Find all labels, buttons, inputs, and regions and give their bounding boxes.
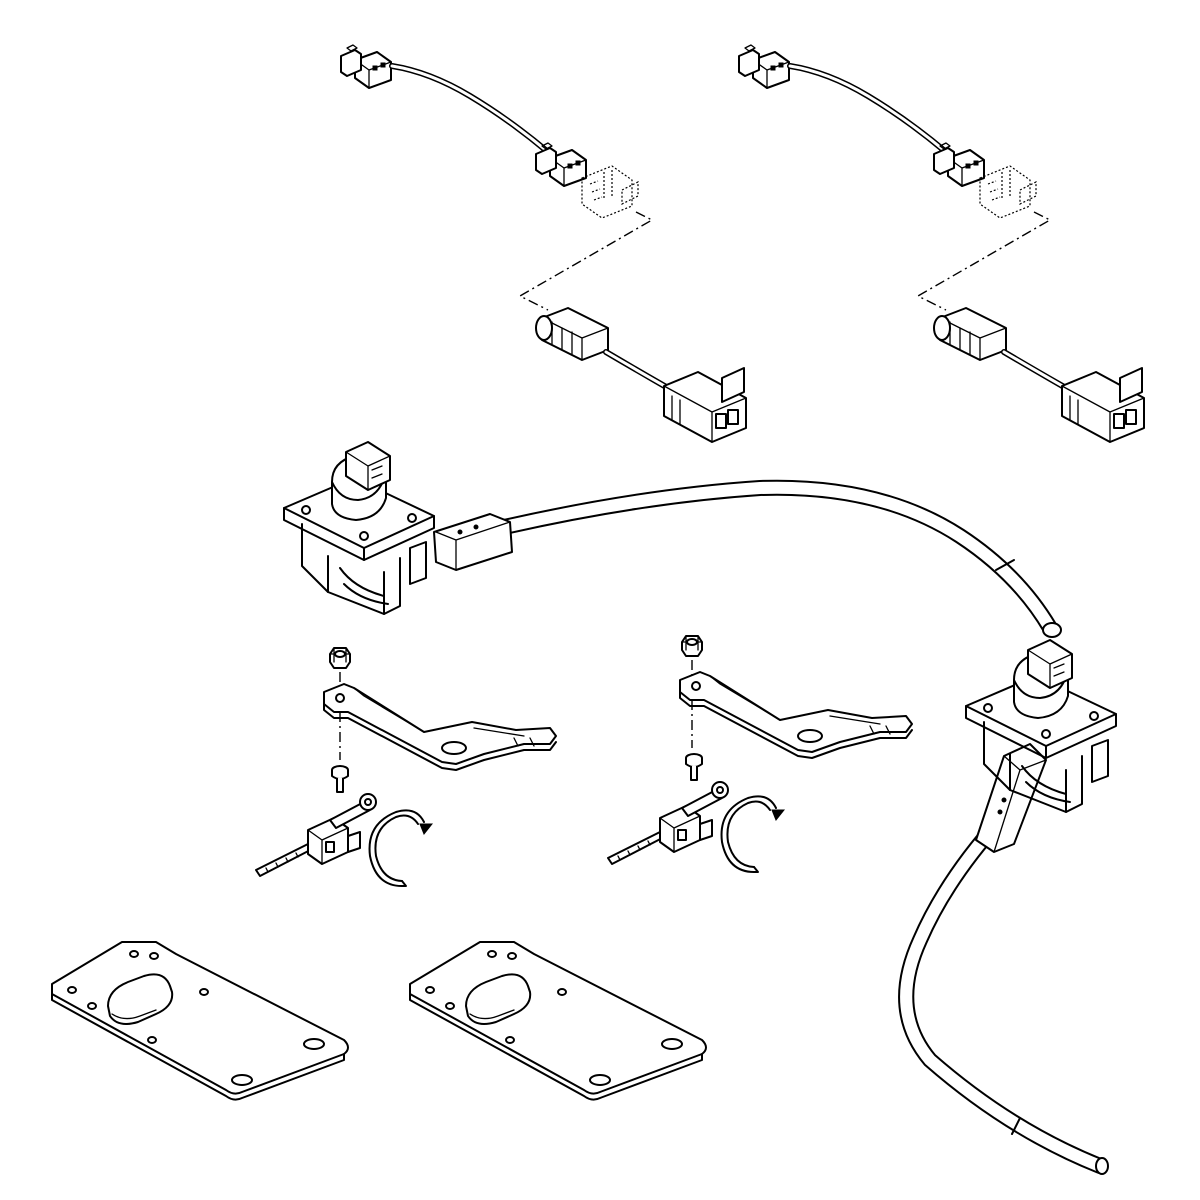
screw (331, 765, 349, 793)
hex-nut (329, 647, 351, 669)
sensor-head-left (283, 441, 435, 615)
mounting-plate-left (51, 941, 349, 1101)
hardware-group-right (607, 635, 913, 873)
sensor-head-right (965, 639, 1117, 813)
wiring-harness-adapter-right (739, 45, 1144, 442)
sensor-bracket-link (323, 683, 557, 771)
hardware-group-left (255, 647, 557, 887)
mounting-plate-right (409, 941, 707, 1101)
hex-nut (681, 635, 703, 657)
cable-tie-clip (607, 781, 729, 865)
retaining-ring (720, 795, 785, 873)
sensor-cable-assembly (433, 479, 1109, 1175)
wiring-harness-adapter-left (341, 45, 746, 442)
screw (685, 753, 703, 781)
cable-tie-clip (255, 793, 377, 877)
sensor-bracket-link (679, 671, 913, 759)
retaining-ring (368, 809, 433, 887)
